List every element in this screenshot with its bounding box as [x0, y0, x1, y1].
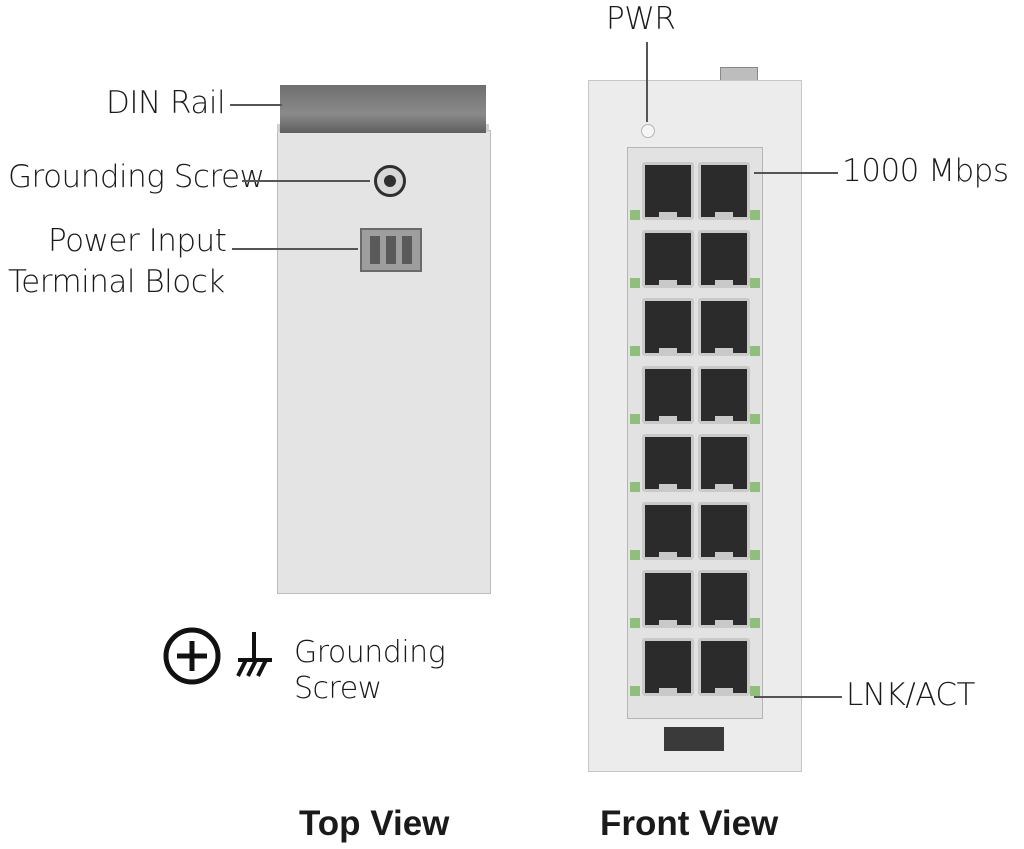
rj45-port [698, 570, 750, 628]
label-pwr: PWR [606, 1, 676, 37]
rj45-port [642, 162, 694, 220]
rj45-port [642, 366, 694, 424]
port-led-icon [630, 550, 640, 560]
rj45-port [642, 298, 694, 356]
rj45-port [642, 502, 694, 560]
brand-logo [664, 727, 724, 751]
rj45-port [642, 230, 694, 288]
rj45-port [698, 366, 750, 424]
rj45-port [698, 502, 750, 560]
port-led-icon [630, 686, 640, 696]
port-led-icon [750, 414, 760, 424]
rj45-port [642, 638, 694, 696]
rj45-port [642, 570, 694, 628]
terminal-block [360, 228, 422, 272]
ground-icon [236, 632, 272, 677]
leader-din-rail [230, 104, 282, 106]
label-lnk-act: LNK/ACT [846, 677, 975, 713]
port-led-icon [630, 346, 640, 356]
legend-screw: Screw [294, 671, 382, 706]
rj45-port [698, 434, 750, 492]
port-led-icon [630, 482, 640, 492]
port-led-icon [750, 346, 760, 356]
port-led-icon [630, 618, 640, 628]
leader-power-input [232, 248, 358, 250]
rj45-port [642, 434, 694, 492]
port-led-icon [630, 414, 640, 424]
leader-1000-mbps [754, 172, 838, 174]
circle-plus-icon [163, 627, 221, 685]
caption-top-view: Top View [299, 804, 450, 843]
port-led-icon [630, 210, 640, 220]
label-grounding-screw: Grounding Screw [8, 159, 265, 195]
leader-lnk-act [754, 696, 842, 698]
rj45-port [698, 298, 750, 356]
pwr-led-icon [641, 124, 655, 138]
rj45-port [698, 638, 750, 696]
grounding-screw-icon [374, 165, 406, 197]
leader-grounding-screw [242, 180, 370, 182]
top-view-device-body [277, 130, 491, 594]
port-led-icon [750, 482, 760, 492]
legend-grounding: Grounding [294, 635, 446, 670]
rj45-port [698, 162, 750, 220]
port-led-icon [750, 618, 760, 628]
leader-pwr [646, 42, 648, 122]
port-led-icon [630, 278, 640, 288]
port-led-icon [750, 278, 760, 288]
port-led-icon [750, 686, 760, 696]
din-rail-bar [280, 85, 486, 133]
label-terminal-block: Terminal Block [8, 264, 225, 300]
caption-front-view: Front View [600, 804, 779, 843]
port-led-icon [750, 210, 760, 220]
label-1000-mbps: 1000 Mbps [842, 153, 1009, 189]
rj45-port [698, 230, 750, 288]
label-din-rail: DIN Rail [106, 85, 226, 121]
port-led-icon [750, 550, 760, 560]
label-power-input: Power Input [48, 223, 227, 259]
